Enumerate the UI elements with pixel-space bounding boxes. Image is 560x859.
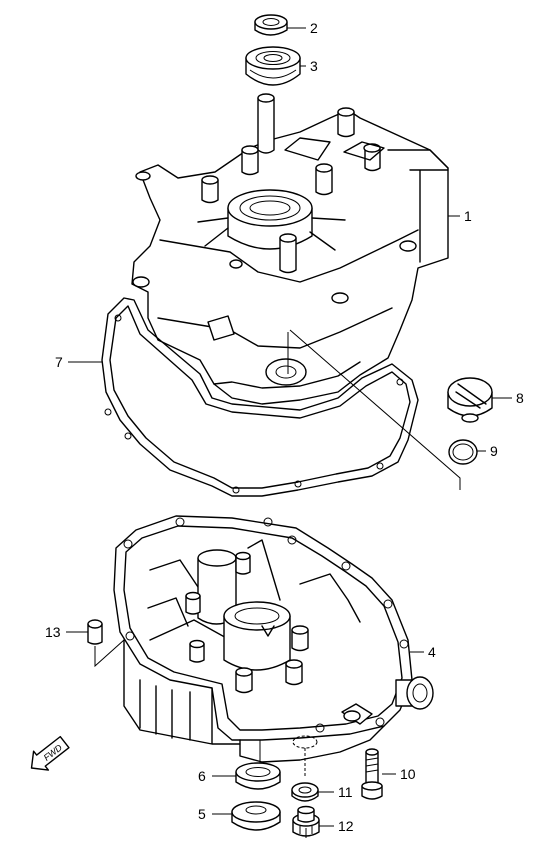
part-13-dowel-pin bbox=[87, 619, 125, 668]
part-8-plug bbox=[447, 377, 493, 423]
callout-6: 6 bbox=[198, 768, 206, 784]
callout-2: 2 bbox=[310, 20, 318, 36]
part-10-bolt bbox=[361, 748, 383, 800]
callout-11: 11 bbox=[338, 784, 353, 800]
callout-12: 12 bbox=[338, 818, 354, 834]
callout-3: 3 bbox=[310, 58, 318, 74]
assembly-guide-line bbox=[287, 329, 461, 490]
part-4-lower-case bbox=[113, 515, 434, 778]
part-1-upper-case bbox=[131, 93, 449, 405]
callout-13: 13 bbox=[45, 624, 61, 640]
callout-8: 8 bbox=[516, 390, 524, 406]
part-3-bearing bbox=[245, 46, 301, 86]
part-9-o-ring bbox=[448, 439, 478, 465]
callout-leaders bbox=[66, 27, 512, 827]
part-11-gasket bbox=[291, 782, 319, 802]
part-12-drain-plug bbox=[292, 805, 320, 838]
callout-4: 4 bbox=[428, 644, 436, 660]
part-2-oil-seal bbox=[254, 14, 288, 36]
callout-10: 10 bbox=[400, 766, 416, 782]
part-7-gasket bbox=[101, 297, 419, 497]
callout-9: 9 bbox=[490, 443, 498, 459]
callout-5: 5 bbox=[198, 806, 206, 822]
part-5-cap bbox=[231, 801, 281, 831]
callout-7: 7 bbox=[55, 354, 63, 370]
callout-1: 1 bbox=[464, 208, 472, 224]
part-6-oil-seal bbox=[235, 762, 281, 790]
fwd-direction-arrow: FWD bbox=[30, 735, 70, 771]
